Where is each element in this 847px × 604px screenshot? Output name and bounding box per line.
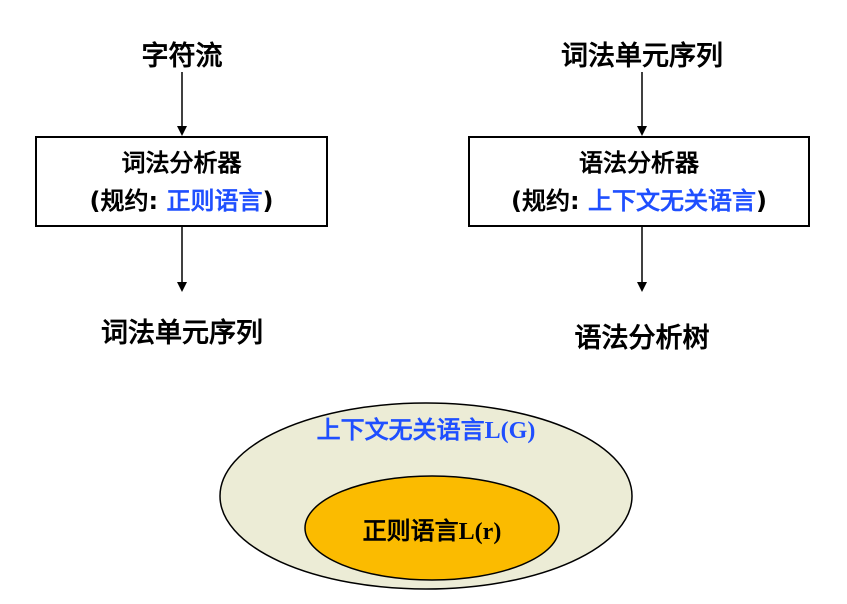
regular-language-label: 正则语言L(r) [312, 511, 552, 546]
regular-language-label-math: L(r) [458, 519, 502, 545]
right-output-label: 语法分析树 [574, 323, 710, 354]
lexer-box: 词法分析器 (规约: 正则语言) [35, 136, 328, 227]
parser-spec-suffix: ) [755, 187, 767, 215]
parser-spec-prefix: (规约: [511, 187, 588, 215]
left-output-label: 词法单元序列 [101, 318, 263, 349]
parser-spec: (规约: 上下文无关语言) [470, 182, 808, 220]
parser-box: 语法分析器 (规约: 上下文无关语言) [468, 136, 810, 227]
right-input-label: 词法单元序列 [561, 41, 723, 72]
regular-language-label-text: 正则语言 [362, 517, 459, 545]
left-input-label: 字符流 [141, 41, 223, 72]
lexer-title: 词法分析器 [121, 149, 242, 177]
cfl-label-text: 上下文无关语言 [316, 416, 485, 444]
regular-language-ellipse [304, 475, 560, 581]
lexer-spec: (规约: 正则语言) [37, 182, 326, 220]
lexer-spec-suffix: ) [262, 187, 274, 215]
parser-title: 语法分析器 [579, 149, 699, 177]
parser-spec-language: 上下文无关语言 [587, 187, 756, 215]
lexer-spec-prefix: (规约: [89, 187, 167, 215]
lexer-spec-language: 正则语言 [166, 187, 263, 215]
cfl-label-math: L(G) [484, 418, 536, 444]
cfl-label: 上下文无关语言L(G) [246, 410, 606, 445]
